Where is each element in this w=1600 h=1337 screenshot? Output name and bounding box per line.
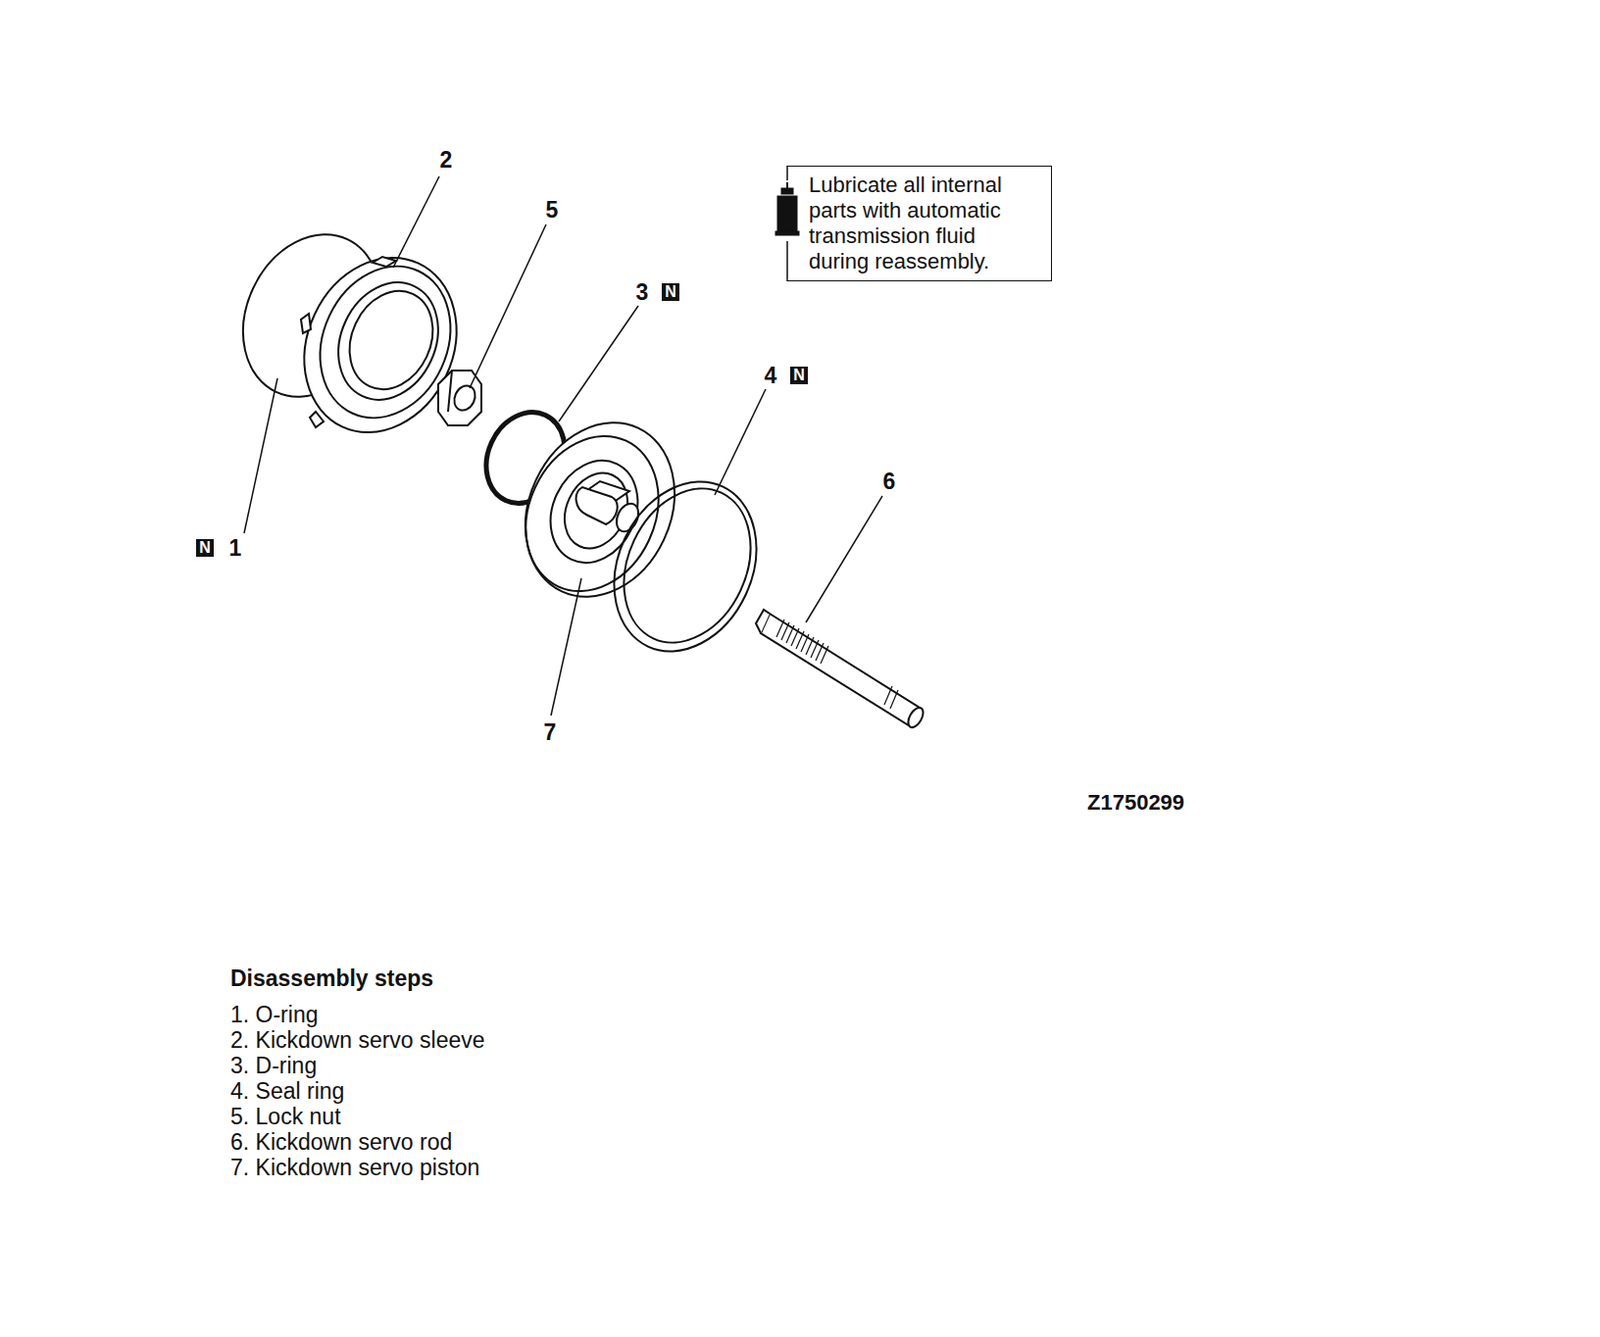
servo-piston <box>498 398 702 622</box>
lock-nut <box>438 370 482 426</box>
callout-number: 6 <box>883 470 897 494</box>
new-part-mark: N <box>661 283 680 301</box>
callout-number: 7 <box>544 721 557 745</box>
callout-number: 3 <box>636 281 650 304</box>
list-heading: Disassembly steps <box>230 965 434 993</box>
servo-rod <box>755 609 927 731</box>
new-part-mark: N <box>196 539 214 557</box>
servo-sleeve <box>276 232 485 457</box>
list-item: 3. D-ring <box>230 1052 317 1080</box>
callout-number: 2 <box>440 149 453 172</box>
note-text: Lubricate all internal parts with automa… <box>808 172 1042 275</box>
lubricant-icon <box>775 182 800 236</box>
new-part-mark: N <box>790 366 808 385</box>
callout-number: 4 <box>764 364 778 388</box>
seal-ring <box>587 458 783 676</box>
list-item: 6. Kickdown servo rod <box>230 1129 452 1156</box>
callout-number: 1 <box>229 537 243 560</box>
figure-code: Z1750299 <box>1087 790 1185 816</box>
list-item: 4. Seal ring <box>230 1078 345 1105</box>
note-box: Lubricate all internal parts with automa… <box>787 165 1052 282</box>
list-item: 7. Kickdown servo piston <box>230 1154 480 1182</box>
list-item: 1. O-ring <box>230 1001 318 1029</box>
list-item: 5. Lock nut <box>230 1103 342 1131</box>
list-item: 2. Kickdown servo sleeve <box>230 1027 486 1054</box>
callout-number: 5 <box>546 199 559 222</box>
